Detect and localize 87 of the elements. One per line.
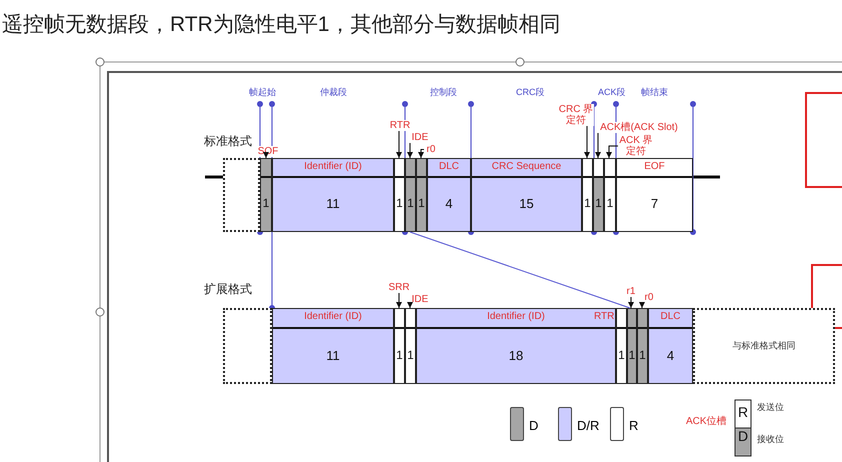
frame-segment-box xyxy=(693,308,835,384)
bit-field xyxy=(272,158,394,232)
field-annotation: r0 xyxy=(642,292,656,303)
frame-edge-box xyxy=(223,308,272,384)
connector-line xyxy=(410,232,630,308)
bit-field xyxy=(394,308,405,384)
arrow xyxy=(639,302,645,308)
row-label: 标准格式 xyxy=(204,133,252,150)
bit-count: 1 xyxy=(638,348,647,362)
segment-label: 控制段 xyxy=(430,86,457,99)
bit-field xyxy=(416,158,427,232)
field-note: 与标准格式相同 xyxy=(732,340,796,352)
bit-count: 11 xyxy=(325,196,341,211)
field-annotation: IDE xyxy=(410,294,430,305)
field-annotation: IDE xyxy=(410,132,430,143)
bit-role-label: 接收位 xyxy=(757,433,784,446)
segment-label: 帧起始 xyxy=(249,86,276,99)
arrow xyxy=(396,130,402,158)
field-name: EOF xyxy=(617,159,692,178)
bit-field xyxy=(272,308,394,384)
field-name: DLC xyxy=(428,159,470,178)
field-annotation: r1 xyxy=(624,286,638,297)
bit-field xyxy=(616,308,627,384)
bit-count: 1 xyxy=(606,196,614,210)
bit-count: 4 xyxy=(666,348,676,362)
field-annotation: ACK 界定符 xyxy=(618,135,654,157)
bit-count: 1 xyxy=(583,196,592,210)
field-name: RTR xyxy=(594,311,614,322)
field-annotation: CRC 界定符 xyxy=(558,104,594,126)
bit-field xyxy=(648,308,693,384)
field-name: Identifier (ID) xyxy=(273,309,393,329)
bit-field xyxy=(593,158,604,232)
field-name: DLC xyxy=(649,309,692,329)
bit-count: 4 xyxy=(444,196,454,211)
arrow xyxy=(628,296,634,308)
arrow xyxy=(396,292,402,308)
field-name: Identifier (ID) xyxy=(273,159,393,178)
bit-field xyxy=(627,308,637,384)
bit-count: 15 xyxy=(518,196,535,211)
arrow xyxy=(263,152,269,158)
bit-field xyxy=(637,308,648,384)
bit-field xyxy=(416,308,616,384)
bit-count: 1 xyxy=(406,348,415,362)
bit-count: 1 xyxy=(417,196,426,210)
row-label: 扩展格式 xyxy=(204,281,252,298)
bit-count: 1 xyxy=(628,348,636,362)
arrow xyxy=(584,126,590,158)
segment-label: 帧结束 xyxy=(641,86,668,99)
bit-letter: D xyxy=(738,428,748,444)
bit-field xyxy=(405,158,416,232)
segment-label: CRC段 xyxy=(516,86,544,99)
arrow xyxy=(407,142,413,158)
ack-bit-label: ACK位槽 xyxy=(686,414,727,428)
legend-label: D/R xyxy=(577,418,600,433)
field-annotation: r0 xyxy=(424,144,438,155)
bit-count: 7 xyxy=(650,196,660,211)
frame-edge-box xyxy=(223,158,260,232)
legend-label: R xyxy=(629,418,638,433)
bit-letter: R xyxy=(738,404,748,420)
bit-field xyxy=(427,158,471,232)
segment-label: ACK段 xyxy=(598,86,626,99)
slide-title: 遥控帧无数据段，RTR为隐性电平1，其他部分与数据帧相同 xyxy=(2,12,560,38)
field-annotation: RTR xyxy=(388,120,412,131)
bit-count: 1 xyxy=(262,196,270,210)
bit-count: 11 xyxy=(325,348,341,362)
arrow xyxy=(418,149,424,158)
bit-field xyxy=(260,158,272,232)
arrow xyxy=(606,146,618,158)
bit-count: 1 xyxy=(395,348,404,362)
bit-field xyxy=(616,158,693,232)
bit-count: 1 xyxy=(395,196,404,210)
bit-field xyxy=(405,308,416,384)
field-annotation: SRR xyxy=(387,282,411,293)
arrow xyxy=(595,132,601,158)
bit-field xyxy=(394,158,405,232)
bit-count: 1 xyxy=(594,196,603,210)
bit-count: 1 xyxy=(406,196,415,210)
arrow xyxy=(407,302,413,308)
bit-field xyxy=(604,158,616,232)
bit-count: 1 xyxy=(617,348,626,362)
bit-role-label: 发送位 xyxy=(757,401,784,414)
bit-count: 18 xyxy=(508,348,524,362)
bit-field xyxy=(582,158,593,232)
field-name: CRC Sequence xyxy=(472,159,581,178)
legend-label: D xyxy=(529,418,538,433)
bit-field xyxy=(471,158,582,232)
segment-label: 仲裁段 xyxy=(320,86,347,99)
